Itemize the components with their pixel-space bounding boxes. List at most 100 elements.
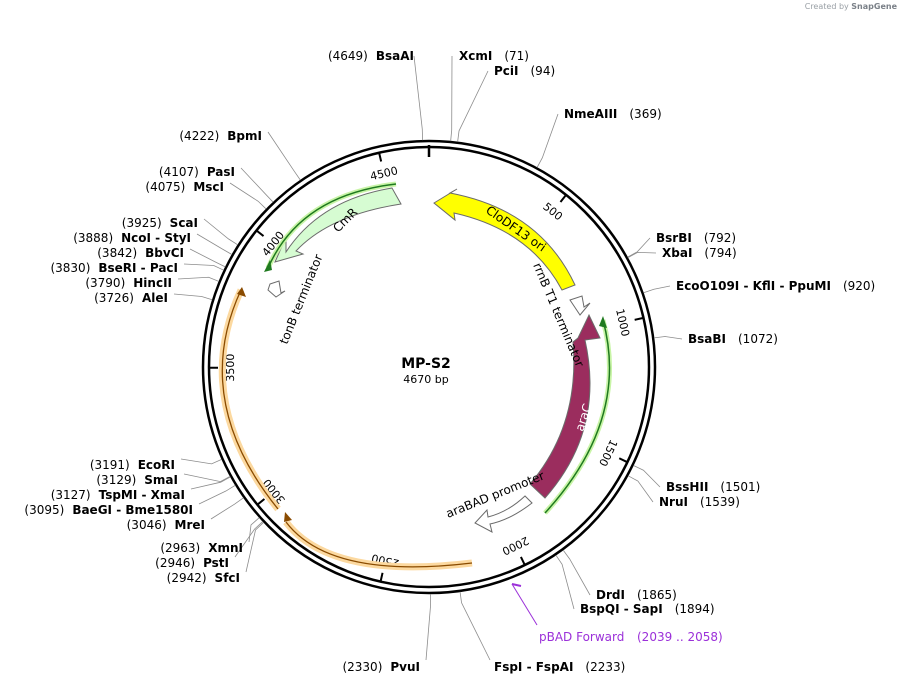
site-position: (794) xyxy=(704,246,736,260)
primer-pbad-forward[interactable]: pBAD Forward (2039 .. 2058) xyxy=(511,583,723,644)
restriction-site[interactable]: BsaBI(1072) xyxy=(688,332,778,346)
site-position: (3191) xyxy=(90,458,130,472)
site-name: PvuI xyxy=(390,660,420,674)
site-position: (2233) xyxy=(585,660,625,674)
restriction-site[interactable]: (3127)TspMI - XmaI xyxy=(51,488,185,502)
site-label: XbaI(794) xyxy=(662,246,737,260)
restriction-site[interactable]: (3888)NcoI - StyI xyxy=(73,231,191,245)
site-leader-line xyxy=(413,55,423,141)
site-label: (2330) PvuI xyxy=(342,660,420,674)
restriction-site[interactable]: (3191)EcoRI xyxy=(90,458,175,472)
restriction-site[interactable]: (3925)ScaI xyxy=(122,216,198,230)
restriction-site[interactable]: XbaI(794) xyxy=(662,246,737,260)
site-position: (3842) xyxy=(97,246,137,260)
tick-label: 500 xyxy=(540,200,565,223)
site-label: (4075)MscI xyxy=(145,180,224,194)
restriction-site[interactable]: (3046)MreI xyxy=(127,518,205,532)
restriction-site[interactable]: DrdI(1865) xyxy=(596,588,677,602)
site-label: (4649)BsaAI xyxy=(328,49,414,63)
restriction-site[interactable]: (2946)PstI xyxy=(155,556,229,570)
site-leader-line xyxy=(562,549,591,596)
site-leader-line xyxy=(240,167,274,203)
site-position: (4107) xyxy=(159,165,199,179)
restriction-site[interactable]: PciI(94) xyxy=(494,64,555,78)
tick-label: 1000 xyxy=(613,308,632,338)
tick-mark xyxy=(618,457,628,464)
restriction-site[interactable]: NmeAIII(369) xyxy=(564,107,662,121)
site-leader-line xyxy=(643,285,671,294)
site-position: (4222) xyxy=(179,129,219,143)
site-position: (2963) xyxy=(160,541,200,555)
site-leader-line xyxy=(189,248,226,268)
restriction-site[interactable]: (4222) BpmI xyxy=(179,129,262,143)
site-leader-line xyxy=(173,293,213,301)
restriction-site[interactable]: (2963)XmnI xyxy=(160,541,243,555)
primer-label: pBAD Forward xyxy=(539,630,624,644)
restriction-site[interactable]: (3790)HincII xyxy=(85,276,172,290)
feature-label-clodf13: CloDF13 ori xyxy=(483,203,548,255)
site-name: FspI - FspAI xyxy=(494,660,573,674)
restriction-site[interactable]: (4107)PasI xyxy=(159,165,235,179)
restriction-site[interactable]: BssHII(1501) xyxy=(666,480,760,494)
plasmid-size: 4670 bp xyxy=(403,373,448,386)
site-position: (369) xyxy=(629,107,661,121)
site-leader-line xyxy=(654,336,683,340)
restriction-site[interactable]: (2942) SfcI xyxy=(167,571,240,585)
tick-mark xyxy=(559,194,567,203)
feature-arabad-promoter[interactable] xyxy=(474,495,533,533)
restriction-site[interactable]: EcoO109I - KflI - PpuMI(920) xyxy=(676,279,875,293)
site-leader-line xyxy=(190,476,231,490)
primer-range: (2039 .. 2058) xyxy=(637,630,723,644)
site-label: (3127)TspMI - XmaI xyxy=(51,488,185,502)
site-leader-line xyxy=(633,465,661,488)
restriction-site[interactable]: (3129)SmaI xyxy=(96,473,178,487)
site-name: BbvCI xyxy=(145,246,184,260)
site-position: (71) xyxy=(504,49,529,63)
restriction-site[interactable]: (4075)MscI xyxy=(145,180,224,194)
site-label: NruI(1539) xyxy=(659,495,740,509)
site-name: MscI xyxy=(193,180,224,194)
site-label: (3191)EcoRI xyxy=(90,458,175,472)
site-name: SfcI xyxy=(215,571,240,585)
site-position: (3726) xyxy=(94,291,134,305)
site-name: SmaI xyxy=(144,473,178,487)
site-leader-line xyxy=(459,591,491,661)
restriction-site[interactable]: BspQI - SapI(1894) xyxy=(580,602,715,616)
site-leader-line xyxy=(627,237,651,258)
restriction-site[interactable]: (3842) BbvCI xyxy=(97,246,184,260)
site-label: NmeAIII(369) xyxy=(564,107,662,121)
site-position: (2942) xyxy=(167,571,207,585)
restriction-site[interactable]: XcmI(71) xyxy=(459,49,529,63)
restriction-site[interactable]: FspI - FspAI (2233) xyxy=(494,660,625,674)
site-leader-line xyxy=(536,113,559,168)
site-label: FspI - FspAI (2233) xyxy=(494,660,625,674)
site-position: (3127) xyxy=(51,488,91,502)
site-label: (3129)SmaI xyxy=(96,473,178,487)
restriction-site[interactable]: (3830)BseRI - PacI xyxy=(50,261,178,275)
restriction-site[interactable]: (3095)BaeGI - Bme1580I xyxy=(24,503,193,517)
restriction-site[interactable]: (3726)AleI xyxy=(94,291,168,305)
site-name: BsaBI xyxy=(688,332,726,346)
site-position: (2330) xyxy=(342,660,382,674)
site-leader-line xyxy=(203,218,238,246)
restriction-site[interactable]: (4649)BsaAI xyxy=(328,49,414,63)
restriction-site[interactable]: (2330) PvuI xyxy=(342,660,420,674)
site-position: (2946) xyxy=(155,556,195,570)
restriction-site[interactable]: BsrBI(792) xyxy=(656,231,736,245)
site-name: BpmI xyxy=(227,129,262,143)
tick-mark xyxy=(378,152,383,162)
site-label: EcoO109I - KflI - PpuMI(920) xyxy=(676,279,875,293)
feature-label-arabad: araBAD promoter xyxy=(444,469,546,521)
site-label: (3888)NcoI - StyI xyxy=(73,231,191,245)
site-leader-line xyxy=(627,251,657,259)
site-leader-lines xyxy=(173,55,683,661)
site-leader-line xyxy=(450,55,453,142)
site-position: (3046) xyxy=(127,518,167,532)
restriction-site[interactable]: NruI(1539) xyxy=(659,495,740,509)
site-label: PciI(94) xyxy=(494,64,555,78)
site-label: (4222) BpmI xyxy=(179,129,262,143)
credit-prefix: Created by xyxy=(804,2,849,11)
site-leader-line xyxy=(555,554,575,610)
site-label: BsrBI(792) xyxy=(656,231,736,245)
